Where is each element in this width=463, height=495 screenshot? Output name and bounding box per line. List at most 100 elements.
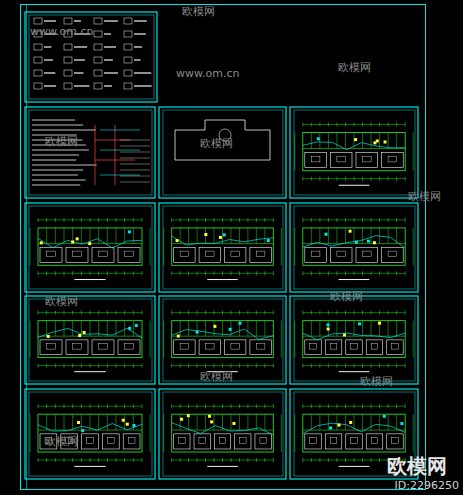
dimension-tick bbox=[46, 458, 47, 462]
dimension-tick bbox=[379, 364, 380, 368]
partition-wall bbox=[124, 414, 125, 430]
equipment-mark bbox=[83, 331, 86, 334]
dimension-tick bbox=[379, 218, 380, 222]
fixture bbox=[206, 251, 215, 257]
table-line bbox=[120, 152, 150, 153]
dimension-tick bbox=[72, 311, 73, 315]
dimension-tick bbox=[256, 271, 257, 275]
dimension-tick bbox=[81, 458, 82, 462]
dimension-line bbox=[150, 228, 151, 265]
fixture bbox=[199, 438, 206, 444]
dimension-tick bbox=[180, 218, 181, 222]
dimension-tick bbox=[396, 218, 397, 222]
dimension-tick bbox=[38, 218, 39, 222]
room-outline bbox=[382, 247, 404, 262]
dimension-tick bbox=[388, 364, 389, 368]
partition-wall bbox=[247, 414, 248, 430]
dimension-tick bbox=[302, 364, 303, 368]
partition-wall bbox=[319, 414, 320, 430]
dimension-tick bbox=[345, 271, 346, 275]
watermark: 欧模网 bbox=[182, 6, 215, 18]
partition-wall bbox=[133, 321, 134, 337]
dimension-tick bbox=[188, 404, 189, 408]
dimension-tick bbox=[388, 311, 389, 315]
dimension-tick bbox=[116, 311, 117, 315]
dimension-tick bbox=[197, 364, 198, 368]
dimension-line bbox=[294, 321, 295, 358]
pipe-run bbox=[172, 329, 274, 339]
equipment-mark bbox=[76, 237, 79, 240]
dimension-tick bbox=[319, 271, 320, 275]
room-outline bbox=[387, 340, 403, 355]
dimension-tick bbox=[311, 404, 312, 408]
partition-wall bbox=[311, 414, 312, 430]
dimension-tick bbox=[239, 218, 240, 222]
dimension-tick bbox=[197, 271, 198, 275]
partition-wall bbox=[354, 414, 355, 430]
wall-outline bbox=[38, 414, 142, 452]
dimension-tick bbox=[171, 364, 172, 368]
fixture bbox=[351, 344, 358, 350]
sheet-frame bbox=[25, 203, 155, 292]
dimension-tick bbox=[171, 404, 172, 408]
partition-wall bbox=[345, 228, 346, 244]
legend-symbol bbox=[94, 44, 102, 50]
equipment-mark bbox=[349, 230, 352, 233]
equipment-mark bbox=[176, 239, 179, 242]
fixture bbox=[388, 251, 397, 257]
dimension-tick bbox=[247, 364, 248, 368]
dimension-line bbox=[30, 414, 31, 452]
dimension-tick bbox=[362, 122, 363, 126]
partition-wall bbox=[362, 228, 363, 244]
room-outline bbox=[330, 152, 352, 167]
sheet-frame bbox=[290, 203, 418, 292]
dimension-tick bbox=[396, 311, 397, 315]
watermark: 欧模网 bbox=[330, 291, 363, 303]
dimension-tick bbox=[311, 177, 312, 181]
equipment-mark bbox=[400, 422, 403, 425]
equipment-mark bbox=[135, 324, 138, 327]
partition-wall bbox=[362, 321, 363, 337]
fixture bbox=[180, 251, 189, 257]
dimension-tick bbox=[247, 271, 248, 275]
dimension-tick bbox=[116, 458, 117, 462]
dimension-tick bbox=[371, 404, 372, 408]
dimension-tick bbox=[311, 271, 312, 275]
equipment-mark bbox=[327, 328, 330, 331]
dimension-tick bbox=[142, 364, 143, 368]
dimension-line bbox=[413, 228, 414, 265]
equipment-mark bbox=[354, 138, 357, 141]
room-outline bbox=[325, 434, 341, 449]
room-outline bbox=[82, 434, 99, 449]
partition-wall bbox=[107, 228, 108, 244]
dimension-tick bbox=[302, 218, 303, 222]
partition-wall bbox=[180, 414, 181, 430]
partition-wall bbox=[256, 228, 257, 244]
dimension-tick bbox=[354, 177, 355, 181]
dimension-tick bbox=[222, 404, 223, 408]
fixture bbox=[128, 438, 135, 444]
partition-wall bbox=[55, 321, 56, 337]
id-label: ID:2296250 bbox=[395, 480, 459, 492]
dimension-line bbox=[150, 321, 151, 358]
dimension-tick bbox=[55, 458, 56, 462]
dimension-tick bbox=[311, 122, 312, 126]
dimension-tick bbox=[311, 458, 312, 462]
dimension-tick bbox=[354, 122, 355, 126]
dimension-tick bbox=[133, 458, 134, 462]
dimension-tick bbox=[371, 364, 372, 368]
equipment-mark bbox=[77, 421, 80, 424]
text-line bbox=[74, 72, 83, 73]
dimension-tick bbox=[90, 458, 91, 462]
equipment-mark bbox=[373, 141, 376, 144]
drawing-title bbox=[207, 466, 237, 467]
dimension-tick bbox=[55, 271, 56, 275]
dimension-tick bbox=[205, 458, 206, 462]
partition-wall bbox=[214, 228, 215, 244]
dimension-tick bbox=[38, 311, 39, 315]
note-line bbox=[32, 180, 86, 181]
fixture bbox=[87, 438, 94, 444]
partition-wall bbox=[72, 414, 73, 430]
equipment-mark bbox=[88, 242, 91, 245]
room-outline bbox=[305, 152, 327, 167]
